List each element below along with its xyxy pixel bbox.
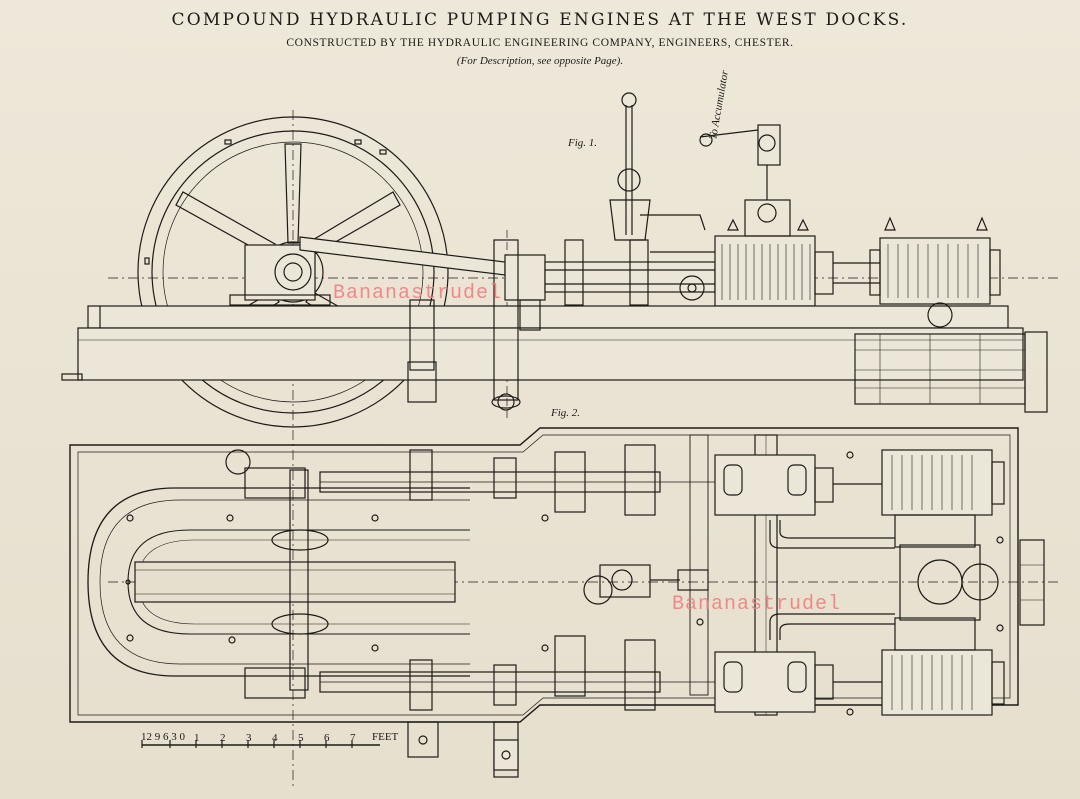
- scale-tick-2: 2: [220, 732, 226, 744]
- watermark-top: Bananastrudel: [333, 282, 502, 305]
- scale-bar: [141, 740, 380, 748]
- fig1-elevation: [61, 92, 1060, 790]
- description-note: (For Description, see opposite Page).: [456, 55, 624, 67]
- page-title: COMPOUND HYDRAULIC PUMPING ENGINES AT TH…: [171, 10, 909, 30]
- scale-unit: FEET: [372, 731, 399, 743]
- hp-cylinder-elevation: [714, 235, 834, 307]
- scale-tick-6: 6: [324, 732, 330, 744]
- scale-prefix: 12 9 6 3 0: [141, 731, 186, 743]
- scale-tick-5: 5: [298, 732, 304, 744]
- scale-tick-4: 4: [272, 732, 278, 744]
- scale-tick-3: 3: [246, 732, 252, 744]
- fig2-plan: [69, 427, 1060, 778]
- fig1-label: Fig. 1.: [567, 137, 597, 149]
- accumulator-label: To Accumulator: [707, 69, 731, 141]
- scale-tick-7: 7: [350, 732, 356, 744]
- fig2-label: Fig. 2.: [550, 407, 580, 419]
- watermark-bottom: Bananastrudel: [672, 593, 841, 616]
- scale-tick-1: 1: [194, 732, 200, 744]
- pump-barrel-elevation: [869, 237, 1001, 305]
- page-subtitle: CONSTRUCTED BY THE HYDRAULIC ENGINEERING…: [286, 37, 794, 49]
